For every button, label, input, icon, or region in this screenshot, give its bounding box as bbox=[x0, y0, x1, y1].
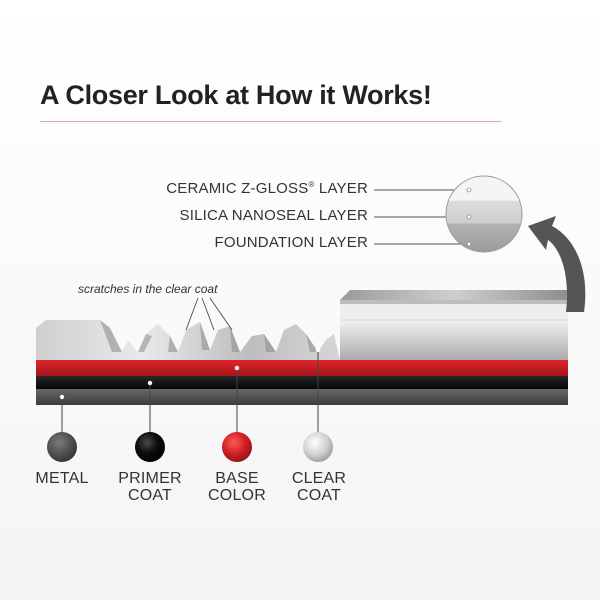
base-color-swatch bbox=[222, 432, 252, 462]
primer-swatch bbox=[135, 432, 165, 462]
scratch-pointer-line bbox=[209, 297, 233, 331]
leader-dot bbox=[466, 241, 472, 247]
clear-coat-swatch bbox=[303, 432, 333, 462]
scratch-pointer-line bbox=[201, 297, 215, 331]
scratch-annotation: scratches in the clear coat bbox=[78, 282, 218, 296]
primer-layer bbox=[36, 375, 568, 389]
leader-dot bbox=[466, 187, 472, 193]
metal-label: METAL bbox=[35, 470, 89, 487]
clear-coat-label: CLEAR COAT bbox=[291, 470, 347, 504]
silica-layer bbox=[340, 300, 568, 304]
ceramic-layer-suffix: LAYER bbox=[314, 180, 368, 197]
magnified-layers-icon bbox=[445, 175, 523, 253]
title-divider bbox=[40, 121, 502, 122]
ceramic-layer-name: CERAMIC Z-GLOSS bbox=[166, 180, 309, 197]
registered-mark: ® bbox=[308, 180, 315, 189]
primer-connector-dot bbox=[147, 380, 153, 386]
ceramic-layer bbox=[340, 300, 568, 320]
curved-arrow-up-icon bbox=[528, 216, 586, 312]
metal-layer bbox=[36, 388, 568, 405]
clear-coat-layer bbox=[340, 320, 568, 360]
scratch-pointer-line bbox=[185, 297, 199, 331]
base-color-label: BASE COLOR bbox=[208, 470, 266, 504]
metal-swatch bbox=[47, 432, 77, 462]
base-color-layer bbox=[36, 360, 568, 376]
ceramic-top-surface bbox=[340, 290, 568, 300]
leader-dot bbox=[466, 214, 472, 220]
silica-layer-label: SILICA NANOSEAL LAYER bbox=[179, 207, 368, 224]
primer-coat-label: PRIMER COAT bbox=[118, 470, 182, 504]
page-title: A Closer Look at How it Works! bbox=[40, 80, 432, 110]
metal-connector-dot bbox=[59, 394, 65, 400]
base-connector-dot bbox=[234, 365, 240, 371]
clear-connector-dot bbox=[315, 347, 321, 353]
ceramic-layer-label: CERAMIC Z-GLOSS® LAYER bbox=[100, 180, 368, 197]
foundation-layer-label: FOUNDATION LAYER bbox=[214, 234, 368, 251]
